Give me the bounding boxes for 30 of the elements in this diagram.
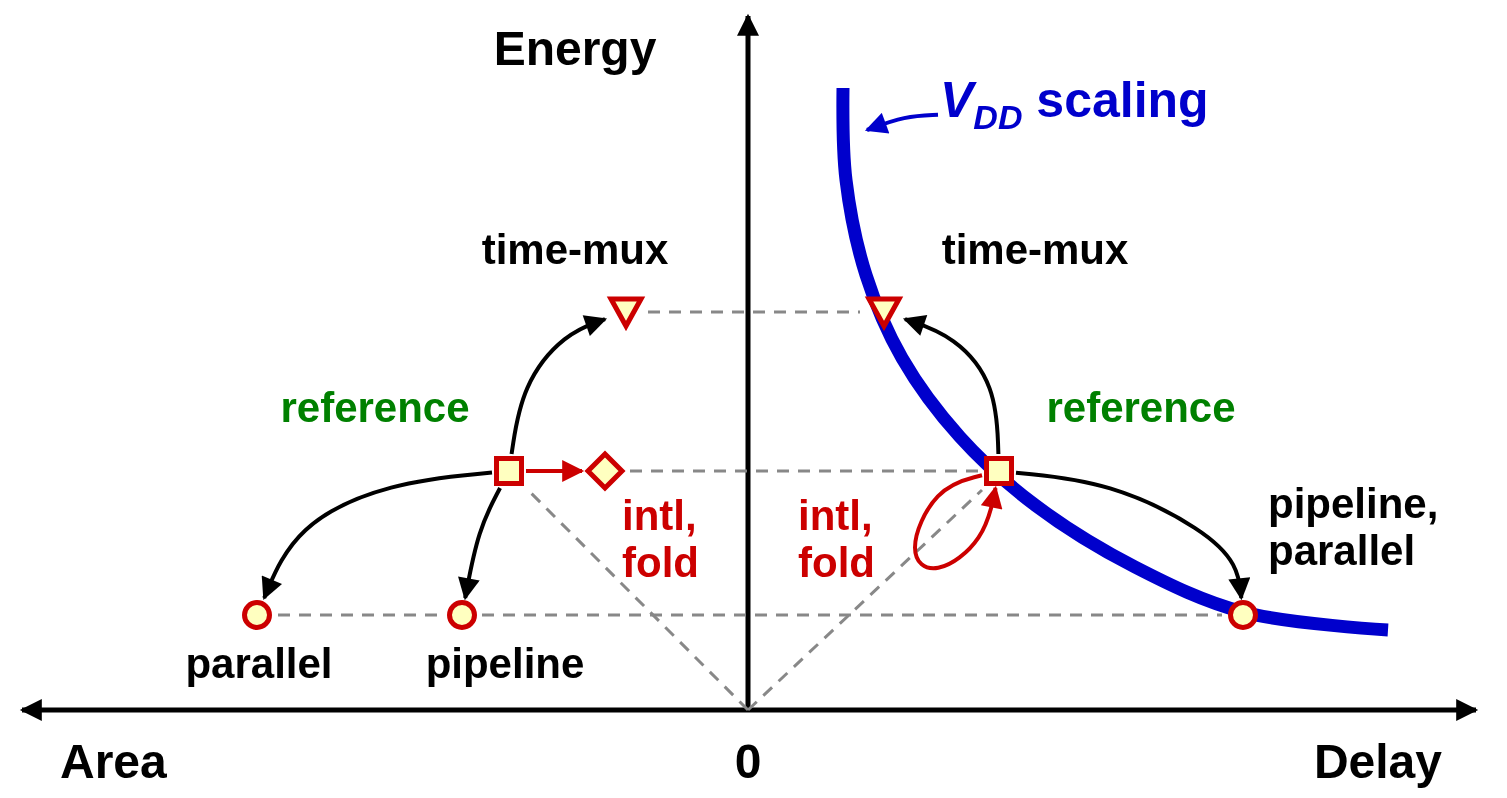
diamond-marker [584,450,626,492]
square-marker [984,456,1014,486]
arrow [261,470,493,601]
axis-title: Energy [492,22,658,76]
circle-marker [1228,600,1258,630]
arrow [458,487,502,601]
marker-label: intl, fold [622,492,700,587]
origin-label: 0 [733,735,763,789]
loop-arrow [913,473,1003,571]
leader-arrow [864,112,939,134]
axis-label: Area [60,735,168,789]
circle-marker [447,600,477,630]
circle-marker [242,600,272,630]
marker-label: time-mux [480,226,670,274]
arrow [1015,470,1251,601]
axis-label: Delay [1312,735,1442,789]
triangle-marker [865,295,903,329]
marker-label: pipeline, parallel [1268,480,1440,575]
arrow [509,315,608,455]
marker-label: reference [279,384,471,432]
marker-label: parallel [184,640,334,688]
square-marker [494,456,524,486]
edge-label: intl, fold [798,492,876,587]
marker-label: pipeline [424,640,586,688]
marker-label: reference [1045,384,1237,432]
arrow [902,315,1001,455]
marker-label: time-mux [940,226,1130,274]
triangle-marker [607,295,645,329]
curve-label: V$_{DD}$ scaling [940,71,1210,138]
arrow [526,460,585,482]
